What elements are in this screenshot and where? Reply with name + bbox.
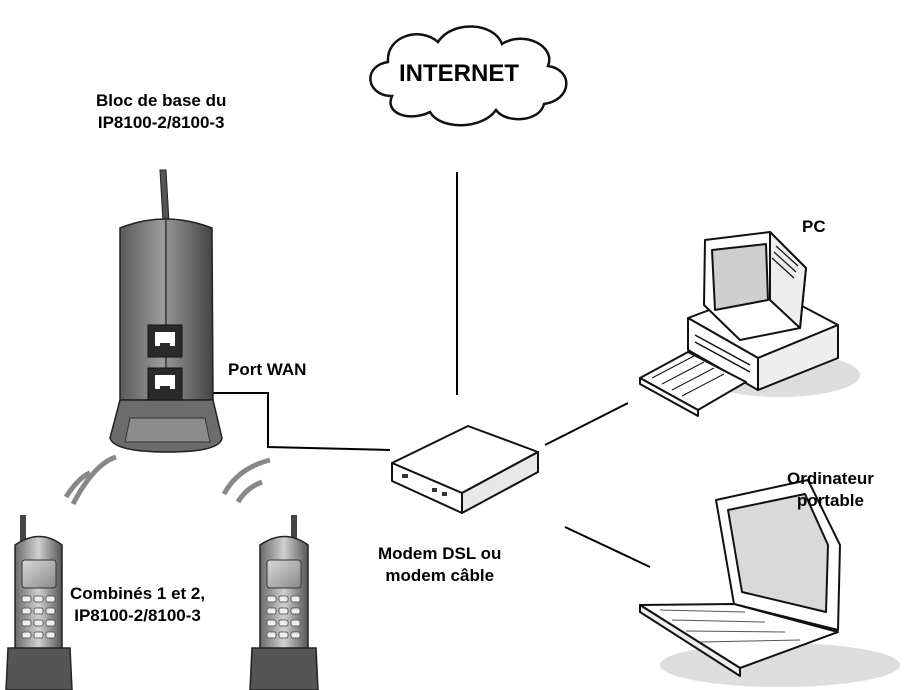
- laptop-label-line1: Ordinateur: [787, 469, 874, 488]
- base-unit-label-line2: IP8100-2/8100-3: [97, 113, 225, 132]
- handsets-label: Combinés 1 et 2, IP8100-2/8100-3: [70, 583, 205, 627]
- modem-label: Modem DSL ou modem câble: [378, 543, 501, 587]
- handset-2-illustration: [249, 515, 319, 690]
- modem-label-line2: modem câble: [385, 566, 495, 585]
- pc-illustration: [639, 231, 860, 417]
- modem-label-line1: Modem DSL ou: [378, 544, 502, 563]
- base-unit-illustration: [109, 169, 223, 453]
- wireless-signal-left: [63, 454, 117, 506]
- laptop-link: [564, 526, 651, 568]
- laptop-label: Ordinateur portable: [787, 468, 874, 512]
- handsets-label-line2: IP8100-2/8100-3: [74, 606, 201, 625]
- handset-1-illustration: [5, 515, 73, 690]
- wireless-signal-right: [221, 457, 271, 504]
- pc-label: PC: [802, 217, 826, 236]
- internet-cloud: [369, 25, 568, 127]
- base-unit-label: Bloc de base du IP8100-2/8100-3: [96, 90, 226, 134]
- pc-link: [544, 402, 629, 446]
- laptop-label-line2: portable: [796, 491, 864, 510]
- cloud-label: INTERNET: [399, 60, 519, 87]
- modem-illustration: [391, 425, 539, 514]
- laptop-illustration: [639, 479, 900, 687]
- base-unit-label-line1: Bloc de base du: [96, 91, 227, 110]
- handsets-label-line1: Combinés 1 et 2,: [70, 584, 206, 603]
- wan-port-label: Port WAN: [228, 360, 307, 379]
